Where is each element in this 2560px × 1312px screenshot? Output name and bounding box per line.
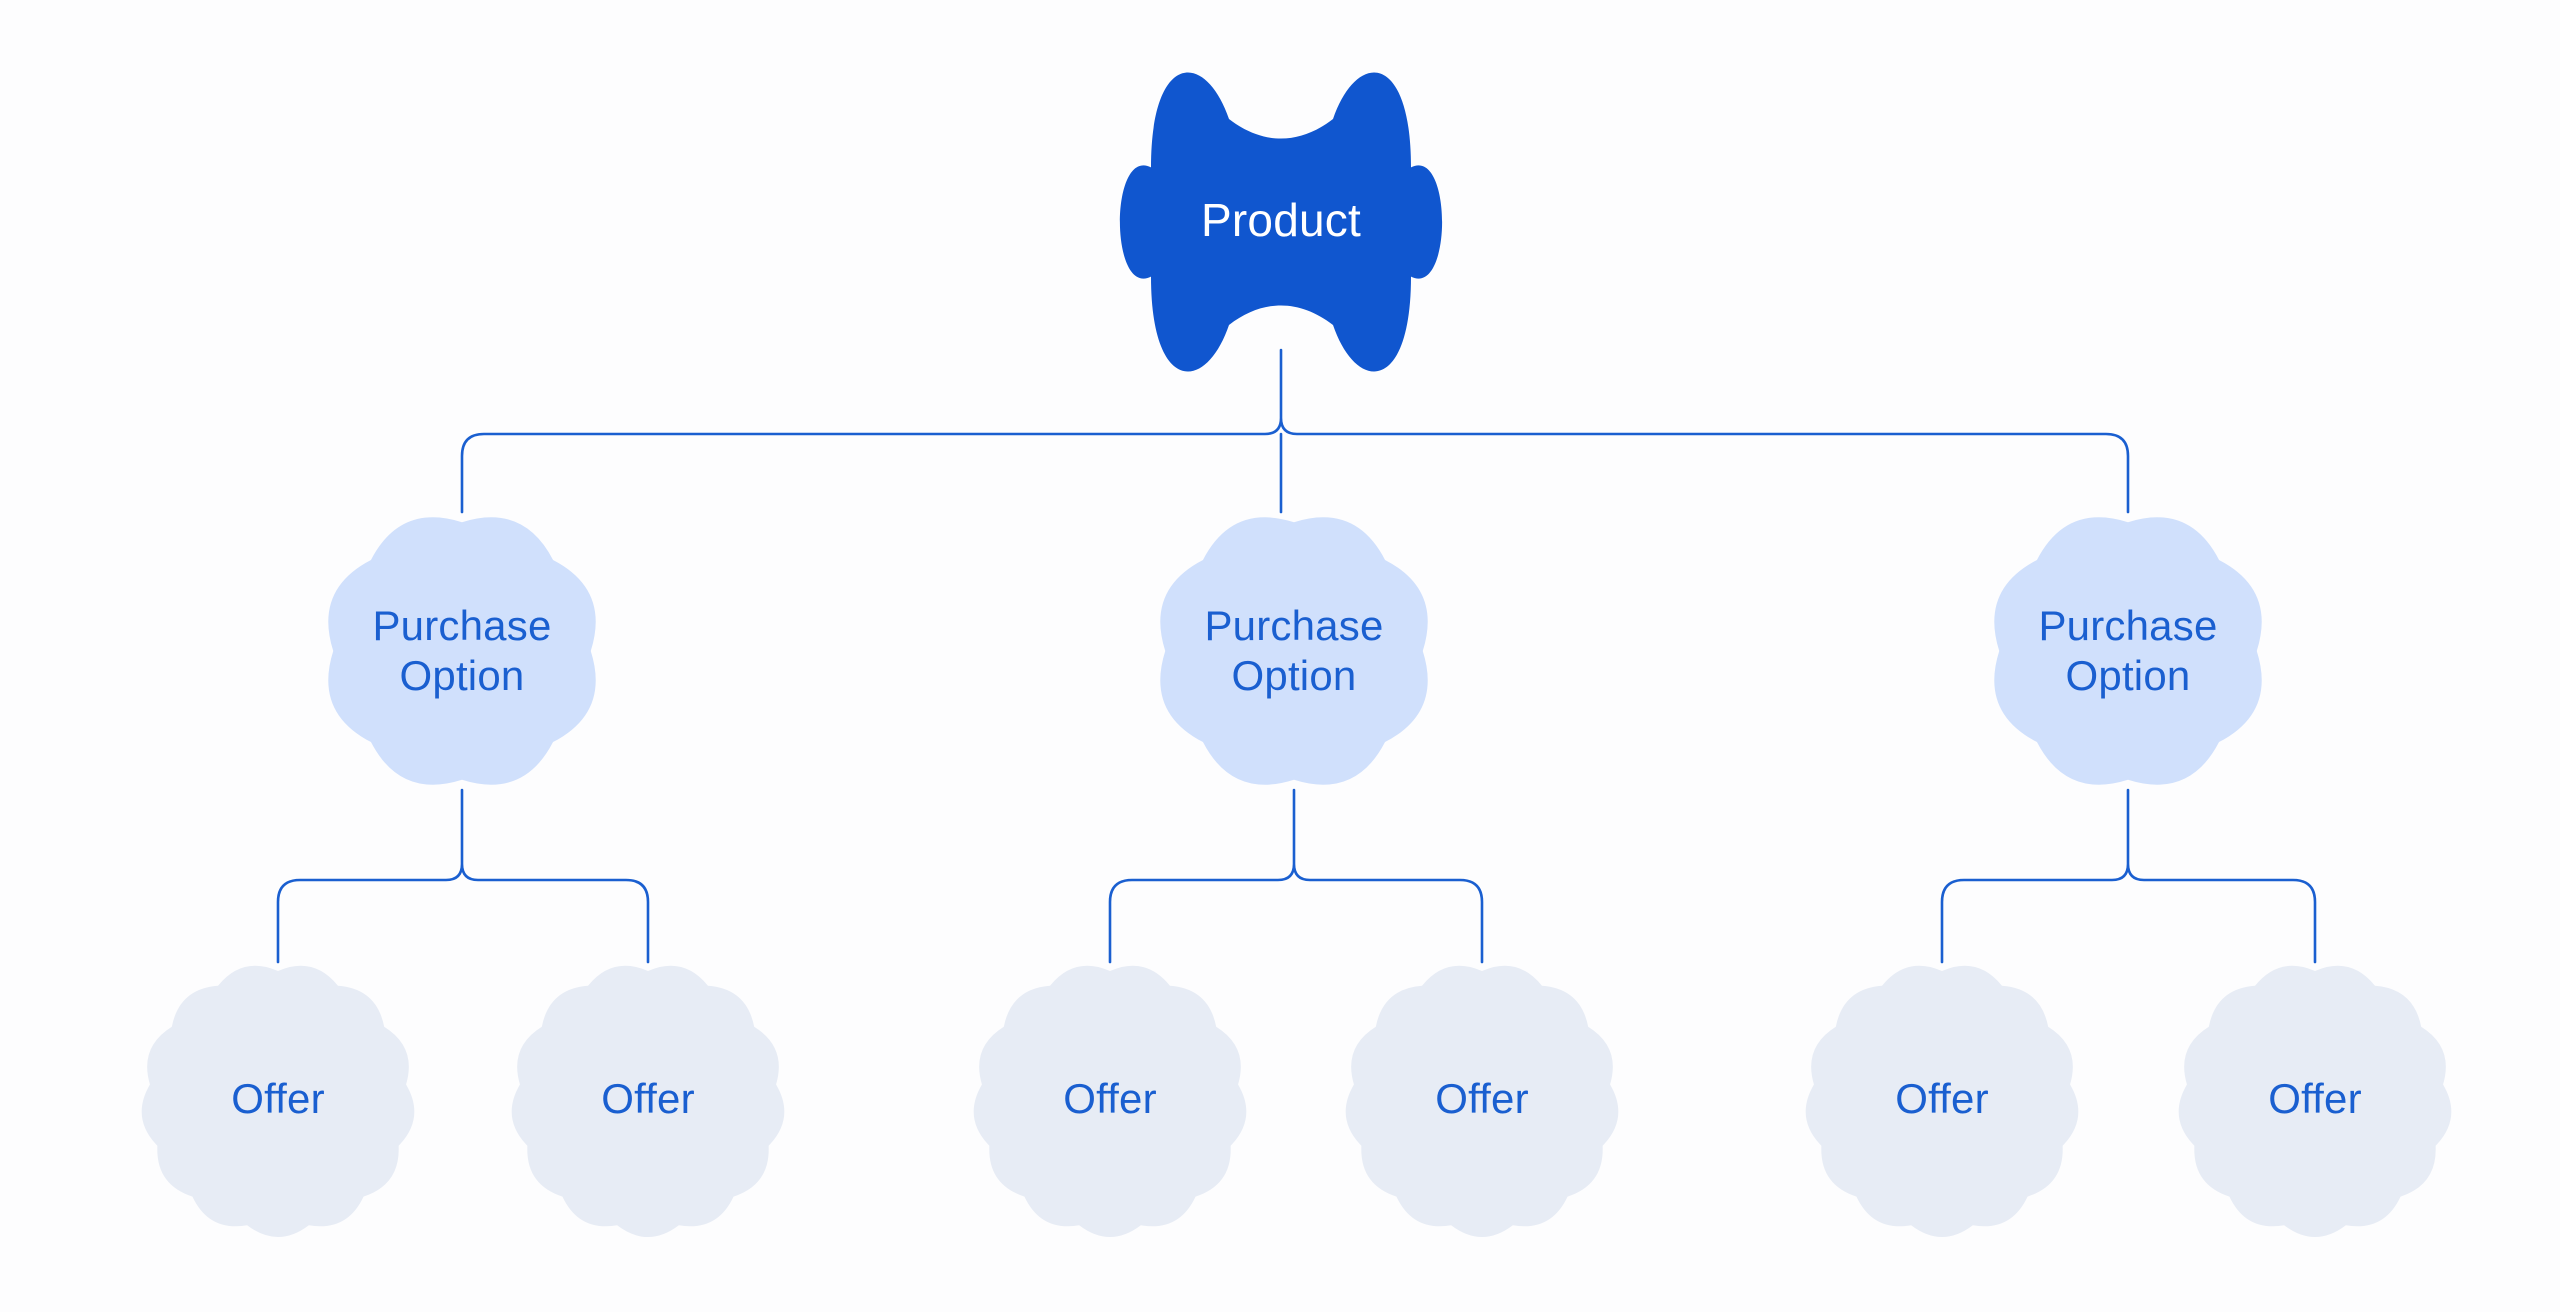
purchase-option-label-line2: Option	[400, 652, 525, 699]
offer-shape	[973, 965, 1247, 1238]
offer-shape	[2178, 965, 2452, 1238]
connectors-layer	[276, 348, 2317, 964]
offer-label: Offer	[1063, 1075, 1157, 1122]
product-label: Product	[1201, 194, 1361, 246]
connector-option-to-offers-1	[276, 788, 650, 964]
connector-option-to-offers-2	[1108, 788, 1484, 964]
offer-label: Offer	[2268, 1075, 2362, 1122]
connector-product-to-options	[460, 348, 2130, 514]
node-offer-1[interactable]: Offer	[141, 965, 415, 1238]
node-offer-2[interactable]: Offer	[511, 965, 785, 1238]
purchase-option-shape	[1994, 517, 2262, 785]
purchase-option-label-line2: Option	[1232, 652, 1357, 699]
offer-shape	[141, 965, 415, 1238]
offer-shape	[511, 965, 785, 1238]
offer-label: Offer	[231, 1075, 325, 1122]
offer-label: Offer	[601, 1075, 695, 1122]
purchase-option-label-line1: Purchase	[1204, 602, 1383, 649]
node-offer-6[interactable]: Offer	[2178, 965, 2452, 1238]
offer-shape	[1345, 965, 1619, 1238]
node-offer-4[interactable]: Offer	[1345, 965, 1619, 1238]
purchase-option-label-line1: Purchase	[2038, 602, 2217, 649]
node-product[interactable]: Product	[1119, 72, 1443, 372]
connector-option-to-offers-3	[1940, 788, 2317, 964]
nodes-layer: ProductPurchaseOptionPurchaseOptionPurch…	[141, 72, 2452, 1238]
purchase-option-label-line1: Purchase	[372, 602, 551, 649]
purchase-option-shape	[328, 517, 596, 785]
node-offer-5[interactable]: Offer	[1805, 965, 2079, 1238]
purchase-option-label-line2: Option	[2066, 652, 2191, 699]
offer-label: Offer	[1895, 1075, 1989, 1122]
product-shape	[1119, 72, 1443, 372]
offer-label: Offer	[1435, 1075, 1529, 1122]
offer-shape	[1805, 965, 2079, 1238]
purchase-option-shape	[1160, 517, 1428, 785]
node-offer-3[interactable]: Offer	[973, 965, 1247, 1238]
